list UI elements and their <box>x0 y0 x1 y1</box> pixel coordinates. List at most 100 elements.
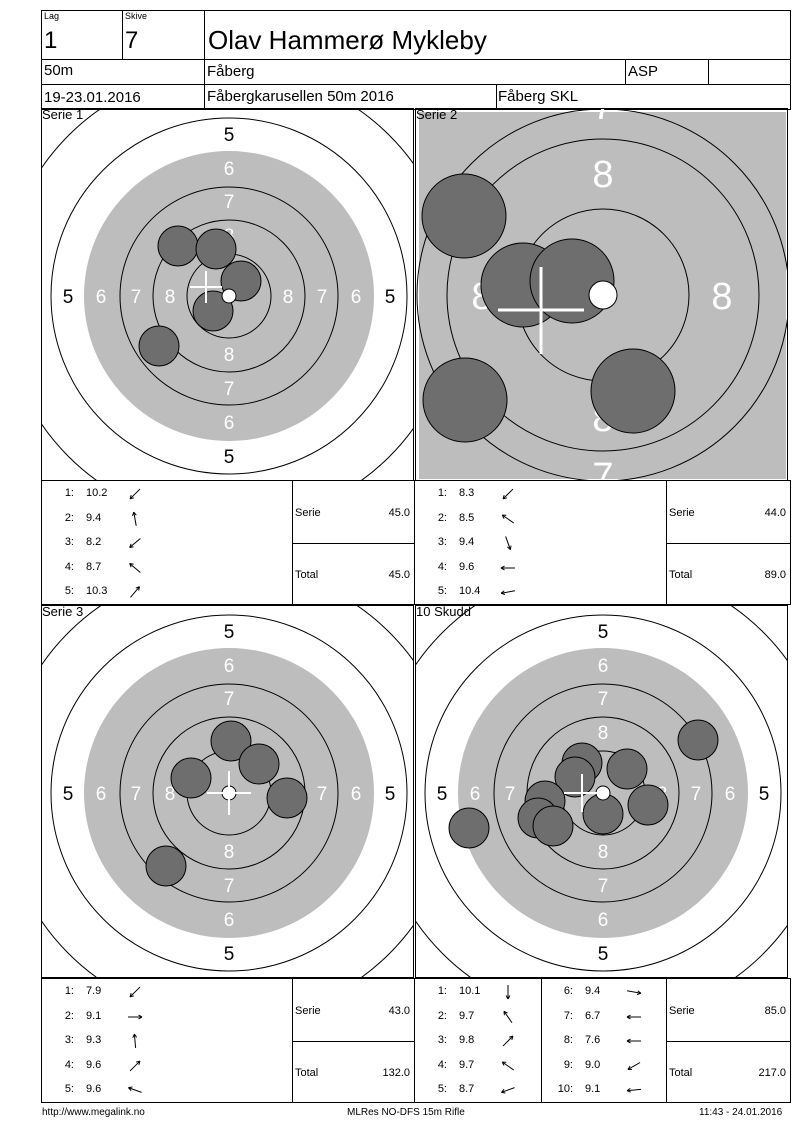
shot-number: 5: <box>64 1083 74 1095</box>
shot-row: 5:8.7 <box>425 1083 535 1097</box>
svg-text:6: 6 <box>224 656 235 677</box>
ring-7 <box>119 186 339 406</box>
shot-row: 9:9.0 <box>551 1059 661 1073</box>
skive-label: Skive <box>125 11 148 21</box>
svg-text:7: 7 <box>691 784 702 805</box>
direction-arrow-icon <box>124 485 146 503</box>
shot-number: 3: <box>437 1034 447 1046</box>
svg-text:8: 8 <box>592 154 613 196</box>
total-sum-value: 89.0 <box>764 569 786 581</box>
svg-text:6: 6 <box>224 159 235 180</box>
lag-value: 1 <box>44 27 58 54</box>
target-serie-1: Serie 1 55 55 66 66 77 77 88 88 <box>41 108 414 481</box>
shot-number: 5: <box>64 585 74 597</box>
shot-value: 9.6 <box>86 1083 102 1095</box>
shot-row: 4:9.7 <box>425 1059 535 1073</box>
event: Fåbergkarusellen 50m 2016 <box>207 88 394 105</box>
svg-text:8: 8 <box>598 723 609 744</box>
direction-arrow-icon <box>497 1032 519 1050</box>
svg-text:8: 8 <box>165 784 176 805</box>
shot-number: 2: <box>437 511 447 524</box>
ring-8 <box>152 219 306 373</box>
svg-text:8: 8 <box>165 287 176 308</box>
shot-value: 9.3 <box>86 1034 102 1046</box>
shot-hole <box>195 228 237 270</box>
shot-value: 8.3 <box>459 487 475 499</box>
target-svg: 55 55 66 66 77 77 88 88 <box>42 606 413 977</box>
shot-number: 3: <box>64 1034 74 1046</box>
column-divider <box>541 979 542 1102</box>
direction-arrow-icon <box>497 485 519 503</box>
shot-row: 6:9.4 <box>551 985 661 999</box>
ring-7 <box>416 109 787 480</box>
direction-arrow-icon <box>124 1008 146 1026</box>
serie-sum-label: Serie <box>295 1005 321 1017</box>
shot-number: 4: <box>437 1058 447 1071</box>
ring-10-center <box>221 288 237 304</box>
shot-number: 3: <box>64 536 74 548</box>
svg-text:5: 5 <box>63 287 74 308</box>
place: Fåberg <box>207 63 255 80</box>
svg-text:7: 7 <box>224 689 235 710</box>
center-cross <box>207 771 251 815</box>
sum-divider <box>667 1041 790 1042</box>
target-10-skudd: 10 Skudd 55 55 66 66 77 77 88 88 <box>415 605 788 978</box>
shot-number: 8: <box>563 1034 573 1046</box>
svg-text:5: 5 <box>385 287 396 308</box>
ring-8 <box>446 138 760 452</box>
shot-number: 7: <box>563 1009 573 1022</box>
target-serie-2: Serie 2 88 88 77 <box>415 108 788 481</box>
svg-text:7: 7 <box>317 784 328 805</box>
place-cell: Fåberg <box>204 59 626 85</box>
svg-text:7: 7 <box>224 192 235 213</box>
ring-numbers: 55 55 66 66 77 77 88 88 <box>437 622 770 965</box>
club-cell: Fåberg SKL <box>496 84 696 110</box>
target-serie-3: Serie 3 55 55 66 66 77 77 88 88 <box>41 605 414 978</box>
svg-text:7: 7 <box>224 876 235 897</box>
svg-text:8: 8 <box>598 842 609 863</box>
shot-hole <box>157 225 199 267</box>
shot-hole <box>266 777 308 819</box>
shot-holes <box>145 720 308 887</box>
shot-hole <box>606 748 648 790</box>
svg-text:6: 6 <box>96 287 107 308</box>
direction-arrow-icon <box>124 583 146 601</box>
shot-row: 4:9.6 <box>52 1059 162 1073</box>
club: Fåberg SKL <box>498 88 579 105</box>
svg-text:5: 5 <box>224 447 235 468</box>
svg-text:5: 5 <box>437 784 448 805</box>
center-cross <box>190 271 222 303</box>
total-sum-value: 45.0 <box>388 569 410 581</box>
info-row-2: 19-23.01.2016 <box>41 84 791 110</box>
direction-arrow-icon <box>124 1057 146 1075</box>
shot-number: 5: <box>437 585 447 597</box>
ring-10-center <box>588 280 618 310</box>
svg-text:5: 5 <box>385 784 396 805</box>
svg-text:6: 6 <box>470 784 481 805</box>
shot-row: 5: 9.6 <box>52 1083 162 1097</box>
svg-text:8: 8 <box>711 276 732 318</box>
shot-hole <box>554 756 596 798</box>
serie-sum-value: 85.0 <box>764 1005 786 1017</box>
target-svg: 88 88 77 <box>416 109 787 480</box>
shot-value: 6.7 <box>585 1009 601 1022</box>
shot-row: 4:8.7 <box>52 561 162 575</box>
shot-value: 8.2 <box>86 536 102 548</box>
shot-number: 2: <box>64 511 74 524</box>
serie-sum-value: 43.0 <box>388 1005 410 1017</box>
total-sum-label: Total <box>669 1067 693 1079</box>
shot-hole <box>210 720 252 762</box>
direction-arrow-icon <box>623 1032 645 1050</box>
footer-url[interactable]: http://www.megalink.no <box>42 1107 145 1118</box>
class: ASP <box>628 63 659 80</box>
svg-text:6: 6 <box>224 910 235 931</box>
direction-arrow-icon <box>497 559 519 577</box>
shot-value: 9.4 <box>585 985 601 997</box>
lag-label: Lag <box>44 11 60 21</box>
svg-text:7: 7 <box>592 109 613 128</box>
serie-sum-label: Serie <box>295 507 321 519</box>
svg-text:7: 7 <box>131 287 142 308</box>
